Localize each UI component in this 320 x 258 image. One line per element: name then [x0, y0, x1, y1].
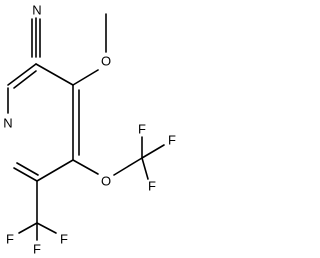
atom-label-ocf3-f-bottom: F [148, 179, 156, 194]
atom-label-cf3-f-right: F [60, 232, 68, 247]
atom-label-ocf3-f-right: F [168, 133, 176, 148]
atom-label-ocf3-f-top: F [138, 122, 146, 137]
pyridine-ring-bonds [7, 63, 80, 182]
atom-label-cf3-f-bottom: F [33, 242, 41, 257]
nitrile-triple-bond [31, 17, 41, 58]
atom-label-methoxy-o: O [101, 54, 111, 69]
atom-label-nitrile-n: N [32, 3, 41, 18]
trifluoromethoxy-bonds [72, 136, 165, 180]
methoxy-bonds [72, 13, 107, 86]
atom-label-ocf3-o: O [101, 174, 111, 189]
atom-label-ring-n: N [3, 116, 12, 131]
atom-label-cf3-f-left: F [6, 232, 14, 247]
trifluoromethyl-bonds [18, 180, 57, 241]
structure-diagram: N O N O F F F F F F [3, 3, 176, 257]
